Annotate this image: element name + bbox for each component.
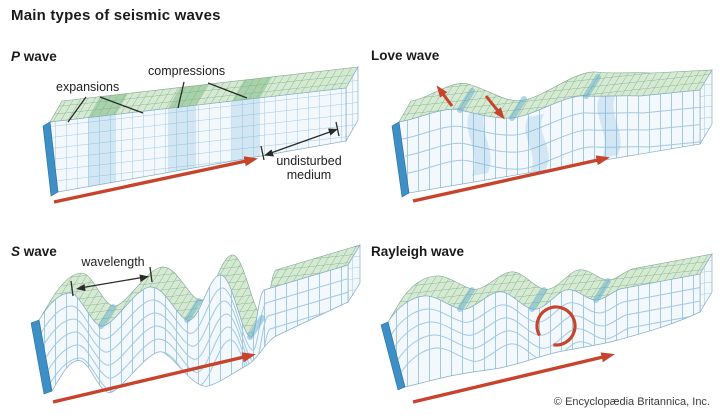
p-compression-bands (88, 76, 272, 187)
particle-motion-circle (535, 305, 577, 347)
s-propagation-arrow (52, 352, 256, 404)
panel-label-rayleigh-wave: Rayleigh wave (371, 244, 465, 259)
panel-label-love-wave: Love wave (371, 48, 440, 63)
panel-label-s-wave: S wave (11, 244, 57, 259)
love-front-face (398, 89, 701, 194)
p-left-cap (42, 121, 59, 197)
rayleigh-left-cap (380, 321, 406, 391)
love-left-cap (391, 121, 410, 198)
s-wave-word: wave (20, 244, 57, 259)
s-left-cap (30, 319, 53, 395)
p-wave-symbol: P (11, 49, 21, 64)
love-shear-arrow-right (484, 95, 505, 120)
undisturbed-medium-annotation: undisturbed medium (276, 154, 342, 183)
panel-label-p-wave: P wave (11, 49, 57, 64)
expansions-leader-lines (67, 96, 144, 123)
love-wave-diagram (391, 68, 713, 203)
compressions-annotation: compressions (148, 64, 226, 78)
love-ripple-shading (457, 74, 601, 121)
undisturbed-measure-arrow (260, 121, 340, 161)
p-wave-word: wave (20, 49, 57, 64)
rayleigh-wave-diagram (380, 252, 713, 404)
wavelength-measure-arrow (70, 266, 153, 297)
love-propagation-arrow (412, 155, 610, 203)
compressions-leader-lines (177, 81, 248, 109)
p-propagation-arrow (53, 156, 258, 204)
copyright-notice: © Encyclopædia Britannica, Inc. (553, 396, 710, 408)
love-front-grid-curves (401, 94, 700, 176)
rayleigh-trough-shading (457, 278, 611, 312)
p-wave-diagram (42, 65, 359, 204)
rayleigh-propagation-arrow (412, 352, 615, 404)
s-wave-symbol: S (11, 244, 21, 259)
page-title: Main types of seismic waves (11, 7, 221, 24)
love-shear-arrow-left (436, 85, 454, 107)
expansions-annotation: expansions (56, 80, 120, 94)
s-trough-shading (98, 298, 265, 340)
s-wave-diagram (30, 243, 361, 404)
wavelength-annotation: wavelength (81, 255, 145, 269)
